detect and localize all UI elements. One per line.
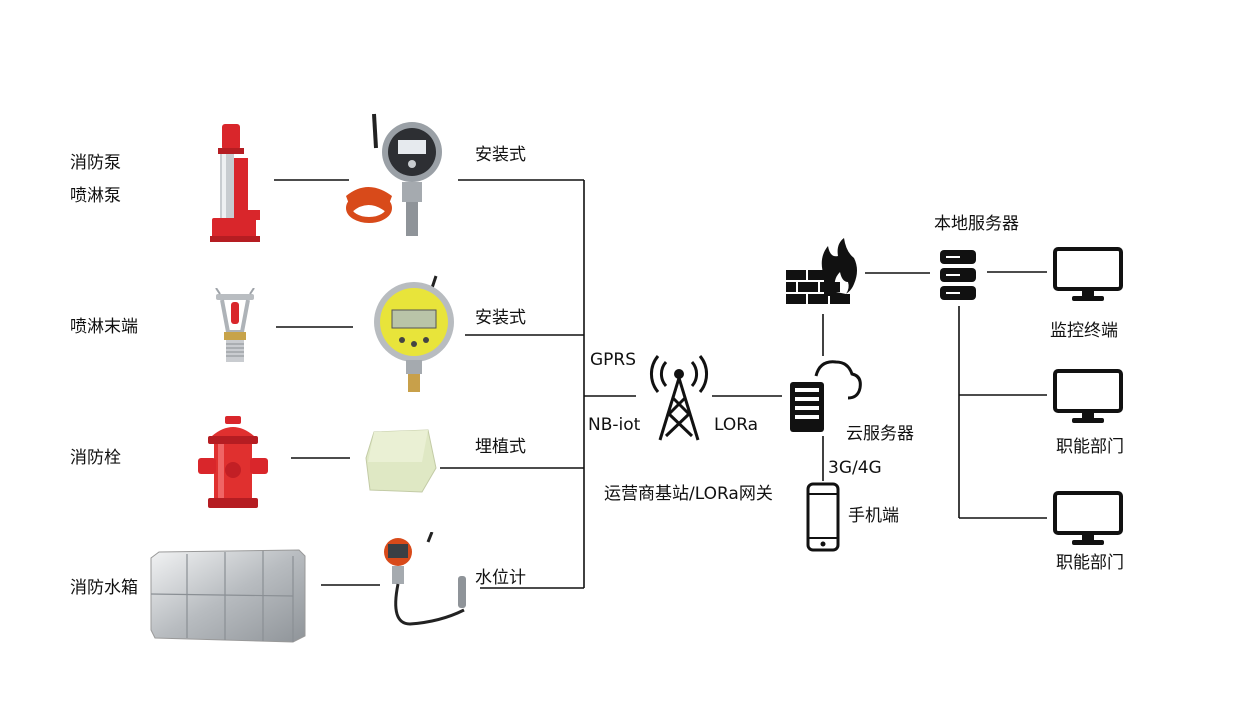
lora-label: LORa <box>714 415 759 435</box>
monitor-icon <box>1053 247 1123 301</box>
terminal-label-dept-1: 职能部门 <box>1056 437 1124 457</box>
antenna-tower-icon <box>650 355 708 441</box>
sprinkler-head-icon <box>215 288 255 362</box>
monitor-icon <box>1053 369 1123 423</box>
local-server-icon <box>940 250 976 300</box>
sensor-label-4: 水位计 <box>475 568 526 588</box>
fire-hydrant-icon <box>198 416 268 508</box>
firewall-icon <box>786 238 857 304</box>
cloud-server-icon <box>790 360 862 432</box>
monitor-icon <box>1053 491 1123 545</box>
water-level-sensor-icon <box>384 532 466 626</box>
phone-label: 手机端 <box>848 506 899 526</box>
source-label-fire-pump: 消防泵 <box>70 153 121 173</box>
sensor-label-2: 安装式 <box>475 308 526 328</box>
sensor-label-3: 埋植式 <box>475 437 526 457</box>
mobile-phone-icon <box>806 482 840 552</box>
source-label-sprinkler-pump: 喷淋泵 <box>70 186 121 206</box>
terminal-label-dept-2: 职能部门 <box>1056 553 1124 573</box>
water-tank-icon <box>150 549 306 643</box>
cloud-server-label: 云服务器 <box>846 424 914 444</box>
pressure-sensor-icon <box>346 113 442 236</box>
source-label-sprinkler-end: 喷淋末端 <box>70 317 138 337</box>
buried-sensor-icon <box>365 429 437 493</box>
base-station-label: 运营商基站/LORa网关 <box>604 484 773 504</box>
terminal-label-monitor: 监控终端 <box>1050 321 1118 341</box>
gprs-label: GPRS <box>590 350 637 370</box>
mobile-network-label: 3G/4G <box>828 458 882 478</box>
local-server-label: 本地服务器 <box>934 214 1019 234</box>
nbiot-label: NB-iot <box>588 415 641 435</box>
source-label-water-tank: 消防水箱 <box>70 578 138 598</box>
sensor-label-1: 安装式 <box>475 145 526 165</box>
source-label-hydrant: 消防栓 <box>70 448 121 468</box>
digital-pressure-gauge-icon <box>374 275 454 392</box>
fire-pump-icon <box>210 124 260 242</box>
